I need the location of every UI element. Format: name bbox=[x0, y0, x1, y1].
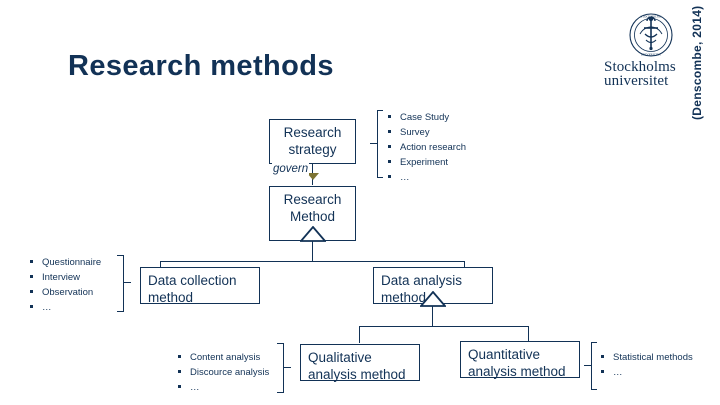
svg-text:UNIVERSITET: UNIVERSITET bbox=[641, 52, 661, 56]
bullet-square-icon bbox=[388, 145, 391, 148]
list-item-label: Case Study bbox=[400, 112, 450, 123]
logo-wordmark-line2: universitet bbox=[604, 73, 669, 89]
bullets-collection-examples: Questionnaire Interview Observation … bbox=[30, 255, 101, 315]
list-item: Statistical methods bbox=[601, 350, 693, 365]
list-item: … bbox=[178, 380, 269, 395]
node-data-analysis-method-line2: method bbox=[381, 290, 427, 305]
list-item: … bbox=[601, 365, 693, 380]
bullets-quantitative-examples: Statistical methods … bbox=[601, 350, 693, 380]
node-research-strategy-line1: Research bbox=[283, 125, 342, 140]
list-item-label: … bbox=[42, 302, 52, 313]
list-item-label: Questionnaire bbox=[42, 257, 102, 268]
node-data-analysis-method-line1: Data analysis bbox=[381, 273, 463, 288]
node-quantitative-analysis-method-line2: analysis method bbox=[468, 364, 566, 379]
edge-method-bus bbox=[160, 261, 465, 263]
list-item-label: … bbox=[613, 367, 623, 378]
list-item: Content analysis bbox=[178, 350, 269, 365]
list-item-label: Experiment bbox=[400, 157, 449, 168]
bullet-square-icon bbox=[601, 370, 604, 373]
node-research-strategy[interactable]: Research strategy bbox=[269, 119, 356, 164]
node-quantitative-analysis-method[interactable]: Quantitative analysis method bbox=[460, 341, 580, 379]
bullet-square-icon bbox=[388, 130, 391, 133]
list-item: … bbox=[388, 170, 466, 185]
svg-text:STOCKHOLMS: STOCKHOLMS bbox=[641, 14, 662, 18]
page-title: Research methods bbox=[68, 50, 334, 82]
bullet-square-icon bbox=[30, 290, 33, 293]
list-item-label: Survey bbox=[400, 127, 430, 138]
list-item: Action research bbox=[388, 140, 466, 155]
bullet-square-icon bbox=[30, 305, 33, 308]
university-seal-icon: STOCKHOLMS UNIVERSITET bbox=[629, 13, 673, 57]
bullets-qualitative-examples: Content analysis Discource analysis … bbox=[178, 350, 269, 395]
generalization-triangle-analysis bbox=[420, 291, 446, 307]
list-item: Experiment bbox=[388, 155, 466, 170]
edge-analysis-stem bbox=[432, 306, 434, 327]
bullet-square-icon bbox=[30, 275, 33, 278]
node-data-collection-method-line2: method bbox=[148, 290, 194, 305]
bullet-square-icon bbox=[30, 260, 33, 263]
node-quantitative-analysis-method-line1: Quantitative bbox=[468, 347, 541, 362]
node-research-strategy-line2: strategy bbox=[288, 142, 337, 157]
node-data-collection-method[interactable]: Data collection method bbox=[140, 267, 260, 305]
node-qualitative-analysis-method[interactable]: Qualitative analysis method bbox=[300, 344, 420, 382]
node-research-method-line1: Research bbox=[283, 192, 342, 207]
edge-analysis-to-qualitative bbox=[359, 326, 361, 343]
citation-text: (Denscombe, 2014) bbox=[690, 5, 704, 120]
node-research-method-line2: Method bbox=[289, 209, 336, 224]
bullet-square-icon bbox=[388, 175, 391, 178]
list-item-label: Content analysis bbox=[190, 352, 261, 363]
logo-wordmark: Stockholms universitet bbox=[604, 59, 676, 89]
list-item-label: … bbox=[400, 172, 410, 183]
node-qualitative-analysis-method-line2: analysis method bbox=[308, 367, 406, 382]
bullet-square-icon bbox=[178, 370, 181, 373]
list-item-label: Discource analysis bbox=[190, 367, 270, 378]
list-item: Case Study bbox=[388, 110, 466, 125]
node-data-collection-method-line1: Data collection bbox=[148, 273, 237, 288]
generalization-triangle-method bbox=[300, 226, 326, 242]
list-item-label: Statistical methods bbox=[613, 352, 693, 363]
list-item: Survey bbox=[388, 125, 466, 140]
list-item: Questionnaire bbox=[30, 255, 101, 270]
list-item-label: Action research bbox=[400, 142, 467, 153]
edge-analysis-bus bbox=[359, 326, 529, 328]
bullet-square-icon bbox=[388, 160, 391, 163]
stockholm-university-logo: STOCKHOLMS UNIVERSITET Stockholms univer… bbox=[600, 12, 712, 92]
bullet-square-icon bbox=[178, 385, 181, 388]
list-item: … bbox=[30, 300, 101, 315]
bullet-square-icon bbox=[388, 115, 391, 118]
bullet-square-icon bbox=[178, 355, 181, 358]
edge-analysis-to-quantitative bbox=[528, 326, 530, 343]
bullet-square-icon bbox=[601, 355, 604, 358]
list-item: Discource analysis bbox=[178, 365, 269, 380]
list-item-label: Observation bbox=[42, 287, 94, 298]
edge-label-govern: govern bbox=[272, 163, 310, 175]
list-item-label: Interview bbox=[42, 272, 81, 283]
list-item-label: … bbox=[190, 382, 200, 393]
edge-method-stem bbox=[312, 241, 314, 262]
logo-wordmark-line1: Stockholms bbox=[604, 59, 676, 75]
govern-arrowhead-icon bbox=[307, 173, 319, 180]
list-item: Observation bbox=[30, 285, 101, 300]
list-item: Interview bbox=[30, 270, 101, 285]
node-qualitative-analysis-method-line1: Qualitative bbox=[308, 350, 372, 365]
bullets-strategy-examples: Case Study Survey Action research Experi… bbox=[388, 110, 466, 185]
